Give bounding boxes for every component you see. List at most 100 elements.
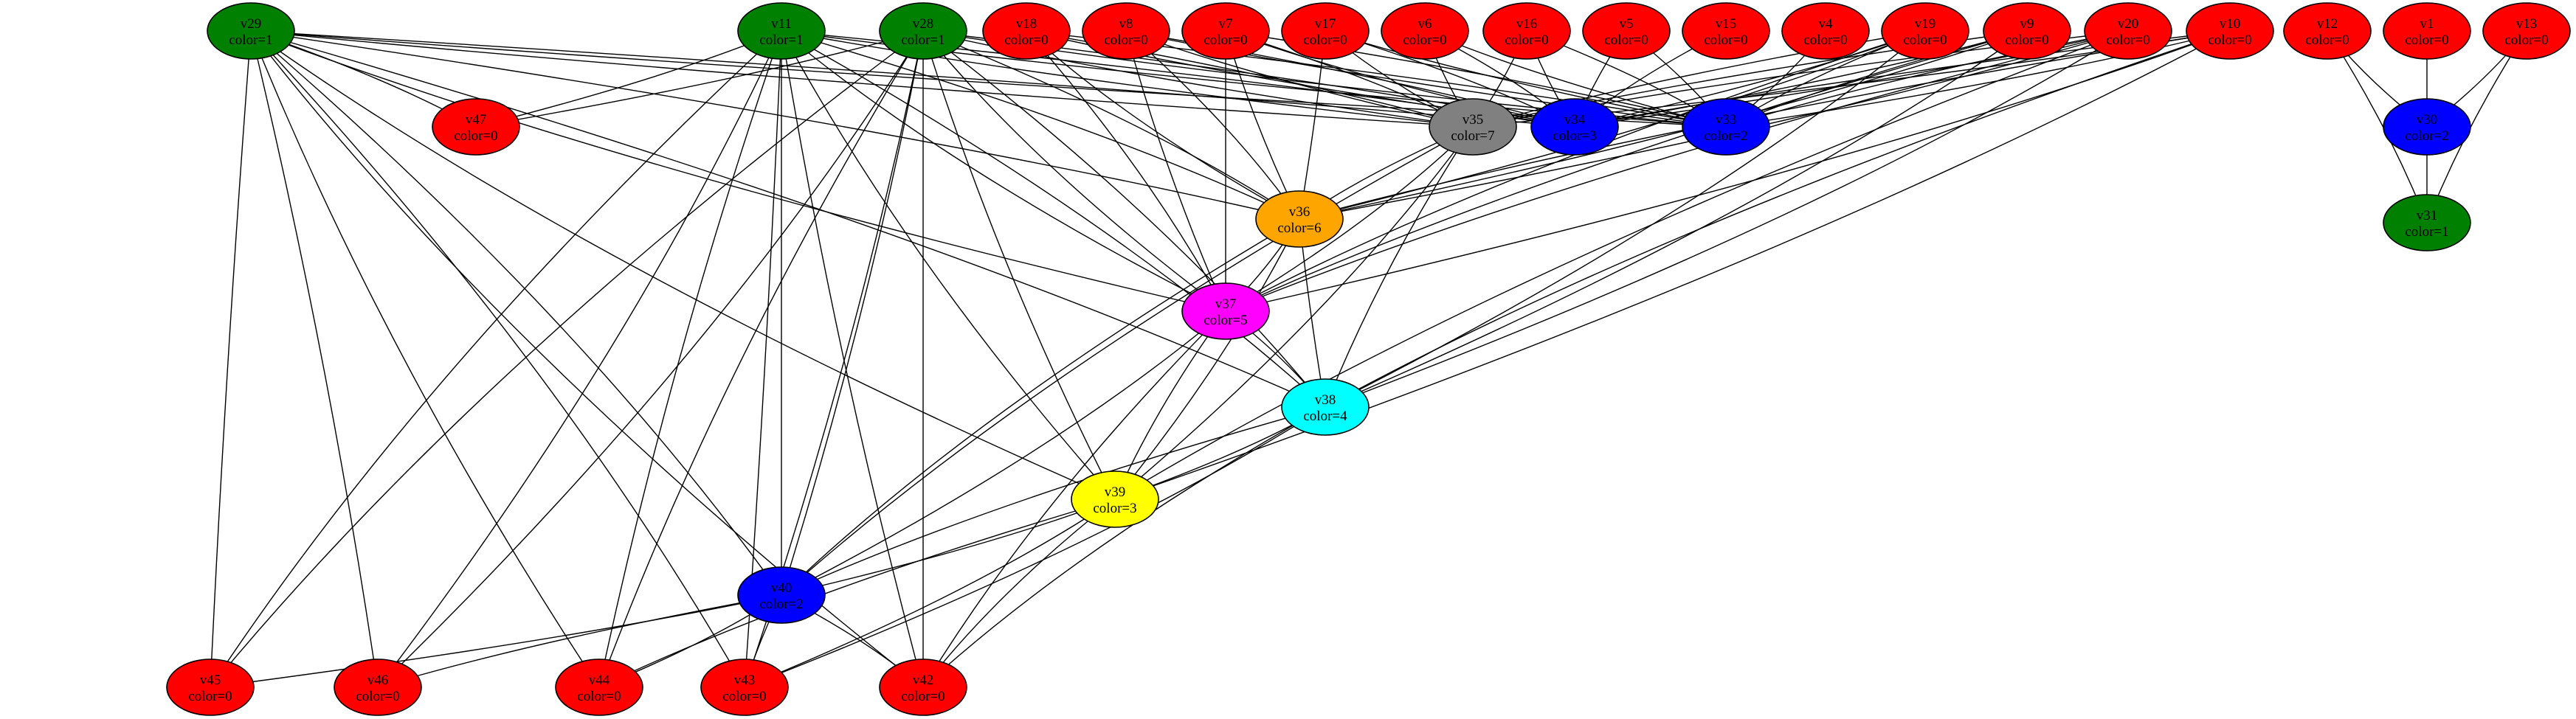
edge-v38-v42	[922, 406, 1326, 688]
node-v15-name: v15	[1716, 16, 1737, 32]
node-v29-shape	[207, 2, 295, 60]
node-v13-color-label: color=0	[2504, 32, 2548, 48]
edge-v11-v36	[781, 30, 1300, 220]
node-v34-name: v34	[1564, 112, 1586, 128]
edge-v29-v35	[250, 30, 1474, 128]
node-v1-name: v1	[2420, 16, 2434, 32]
edge-v40-v46	[377, 594, 782, 688]
edge-v28-v39	[922, 30, 1116, 500]
node-v29-name: v29	[241, 16, 262, 32]
edge-v11-v44	[598, 30, 782, 688]
node-v38-color-label: color=4	[1303, 409, 1347, 424]
node-v35-shape	[1429, 98, 1517, 156]
node-layer: v29color=1v11color=1v28color=1v18color=0…	[166, 2, 2571, 716]
node-v42-color-label: color=0	[901, 689, 945, 704]
node-v8-name: v8	[1119, 16, 1133, 32]
node-v33-name: v33	[1716, 112, 1737, 128]
edge-v29-v34	[250, 30, 1575, 128]
node-v39-name: v39	[1105, 484, 1126, 500]
edge-v28-v47	[475, 30, 924, 128]
node-v36-name: v36	[1289, 204, 1311, 220]
edge-v20-v38	[1325, 30, 2129, 408]
node-v16-name: v16	[1516, 16, 1538, 32]
node-v18-shape	[982, 2, 1071, 60]
node-v8-color-label: color=0	[1104, 32, 1147, 48]
node-v10-name: v10	[2220, 16, 2241, 32]
node-v15-color-label: color=0	[1704, 32, 1747, 48]
node-v17-name: v17	[1315, 16, 1336, 32]
node-v12-name: v12	[2317, 16, 2338, 32]
edge-v29-v39	[250, 30, 1116, 500]
node-v8-shape	[1082, 2, 1170, 60]
node-v10-color-label: color=0	[2208, 32, 2251, 48]
node-v43-name: v43	[734, 673, 756, 688]
edge-v28-v36	[922, 30, 1300, 220]
edge-v29-v36	[250, 30, 1300, 220]
edge-v29-v43	[250, 30, 745, 688]
edge-v37-v40	[781, 310, 1226, 596]
node-v34-shape	[1530, 98, 1619, 156]
edge-v38-v40	[781, 406, 1326, 596]
node-v17-shape	[1281, 2, 1370, 60]
edge-v37-v42	[922, 310, 1226, 688]
node-v18-name: v18	[1016, 16, 1037, 32]
node-v42-name: v42	[913, 673, 934, 688]
edge-v11-v39	[781, 30, 1116, 500]
edge-layer	[210, 30, 2527, 688]
node-v35-color-label: color=7	[1451, 128, 1494, 144]
edge-v20-v39	[1114, 30, 2129, 500]
node-v46-name: v46	[367, 673, 389, 688]
edge-v20-v37	[1225, 30, 2129, 312]
edge-v11-v46	[377, 30, 782, 688]
node-v29-color-label: color=1	[229, 32, 272, 48]
edge-v17-v33	[1325, 30, 1727, 128]
edge-v35-v40	[781, 126, 1474, 596]
node-v34-color-label: color=3	[1553, 128, 1596, 144]
node-v33-shape	[1682, 98, 1770, 156]
node-v40-name: v40	[771, 580, 793, 596]
node-v6-color-label: color=0	[1403, 32, 1446, 48]
node-v44-color-label: color=0	[577, 689, 621, 704]
node-v38-name: v38	[1315, 392, 1336, 408]
edge-v11-v35	[781, 30, 1474, 128]
node-v11-name: v11	[771, 16, 792, 32]
node-v20-color-label: color=0	[2106, 32, 2149, 48]
node-v5-shape	[1582, 2, 1671, 60]
